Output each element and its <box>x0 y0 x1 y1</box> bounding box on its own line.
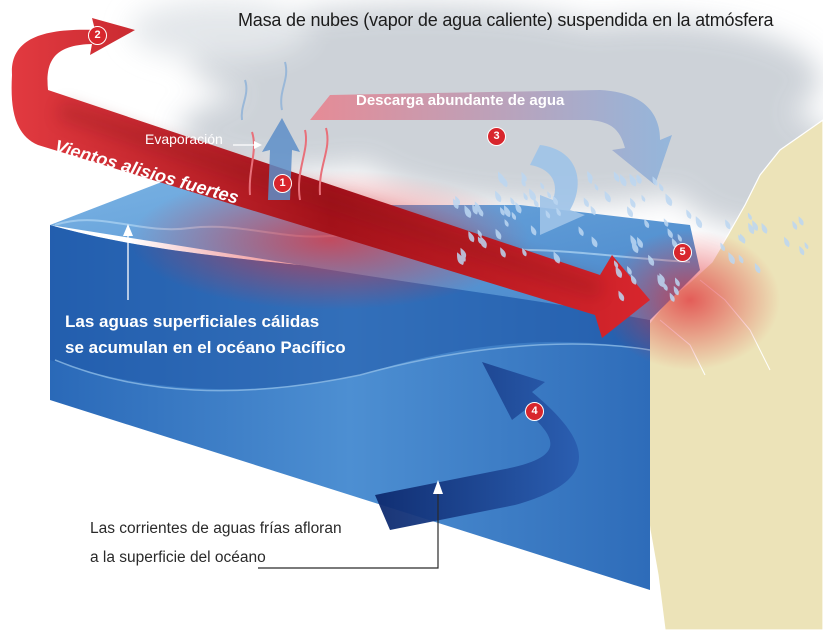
evaporation-label: Evaporación <box>145 131 223 147</box>
cloud-mass-title: Masa de nubes (vapor de agua caliente) s… <box>238 10 774 30</box>
step-badge-4: 4 <box>525 402 544 421</box>
step-badge-5: 5 <box>673 243 692 262</box>
step-badge-1: 1 <box>273 174 292 193</box>
warm-waters-line-2: se acumulan en el océano Pacífico <box>65 338 346 357</box>
warm-waters-label: Las aguas superficiales cálidas se acumu… <box>65 309 346 361</box>
step-badge-3: 3 <box>487 127 506 146</box>
rain-loop-arrow <box>530 145 585 235</box>
trade-winds-core <box>57 101 603 299</box>
discharge-arrow <box>310 90 672 185</box>
cold-currents-line-1: Las corrientes de aguas frías afloran <box>90 520 342 537</box>
discharge-label: Descarga abundante de agua <box>356 92 565 109</box>
cloud-mass <box>130 0 823 230</box>
warm-waters-line-1: Las aguas superficiales cálidas <box>65 312 320 331</box>
cold-currents-line-2: a la superficie del océano <box>90 549 266 566</box>
step-badge-2: 2 <box>88 26 107 45</box>
label-pointers <box>123 141 443 569</box>
rain-drop <box>684 208 693 220</box>
warm-heat-glow <box>130 170 780 370</box>
thermocline-line <box>54 343 651 392</box>
cold-currents-label: Las corrientes de aguas frías afloran a … <box>90 514 342 572</box>
